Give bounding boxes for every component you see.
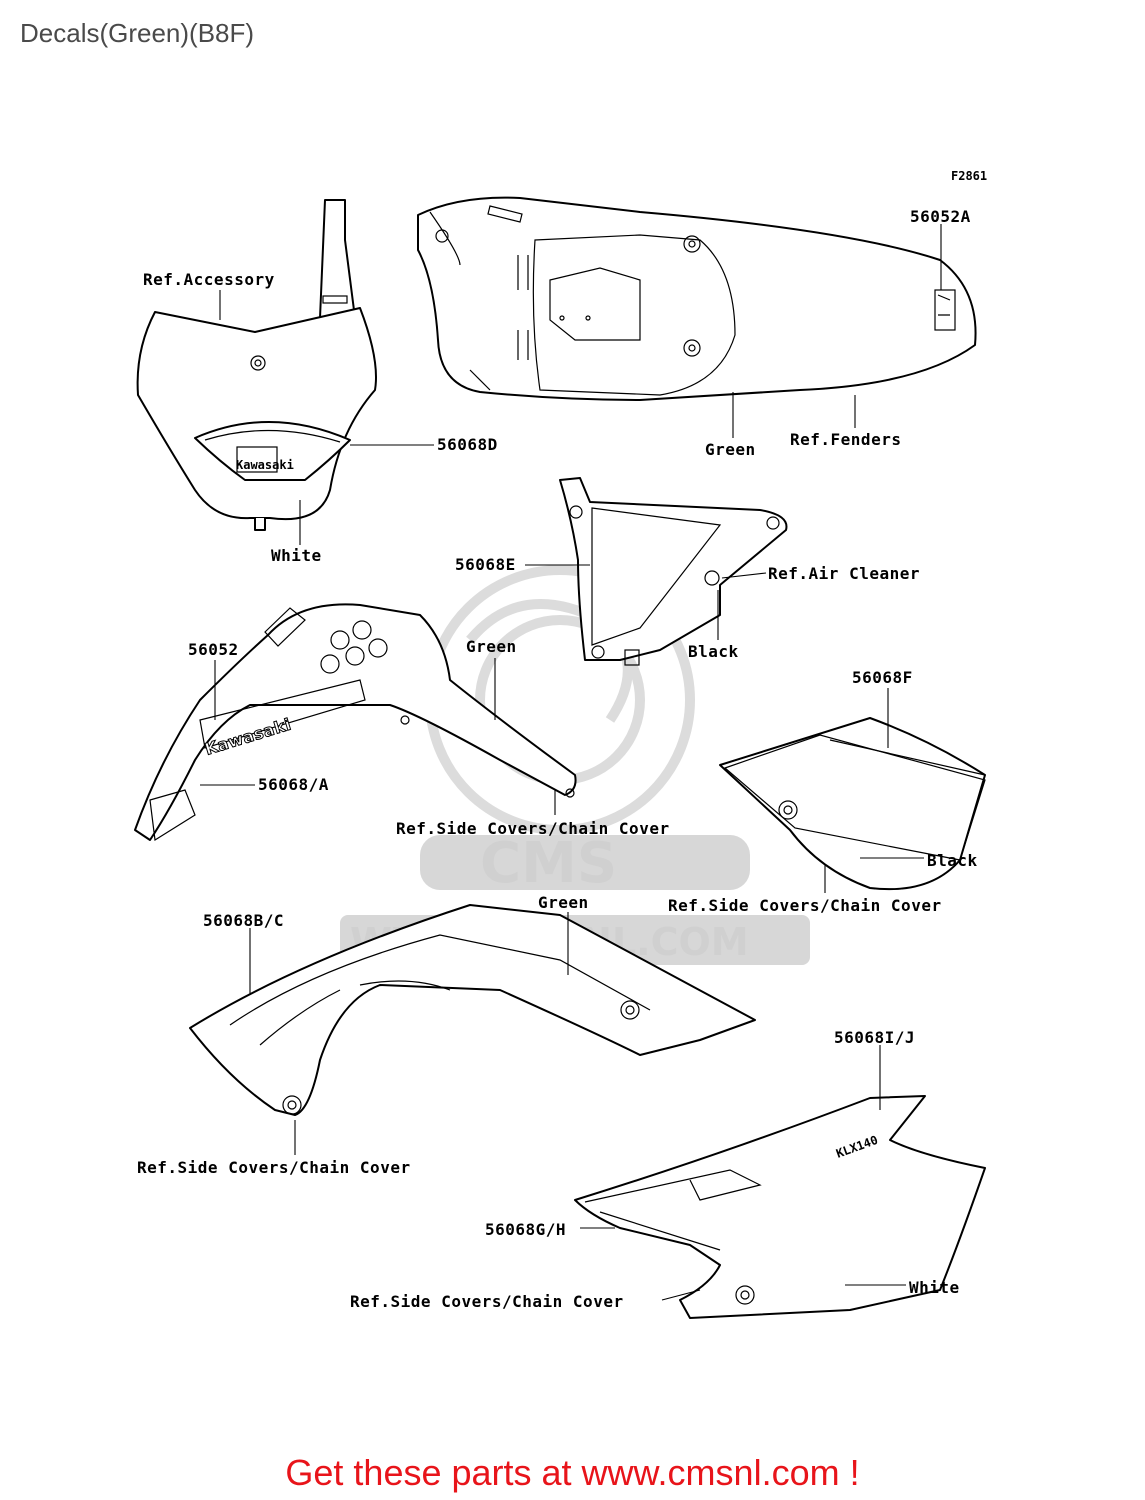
parts-diagram: CMS WWW.CMSNL.COM F2861 Kawasaki bbox=[134, 169, 987, 1319]
side-cover-black bbox=[719, 717, 986, 891]
label-56068F: 56068F bbox=[852, 668, 913, 687]
label-white-1: White bbox=[271, 546, 322, 565]
side-cover-green bbox=[189, 904, 756, 1116]
label-green-2: Green bbox=[466, 637, 517, 656]
label-ref-side-covers-3: Ref.Side Covers/Chain Cover bbox=[137, 1158, 411, 1177]
label-56052: 56052 bbox=[188, 640, 239, 659]
label-ref-side-covers-2: Ref.Side Covers/Chain Cover bbox=[668, 896, 942, 915]
label-ref-air-cleaner: Ref.Air Cleaner bbox=[768, 564, 920, 583]
page-title: Decals(Green)(B8F) bbox=[20, 18, 255, 48]
side-cover-white: KLX140 bbox=[574, 1095, 986, 1319]
label-ref-side-covers-1: Ref.Side Covers/Chain Cover bbox=[396, 819, 670, 838]
watermark-brand: CMS bbox=[480, 831, 617, 896]
footer-cta-link[interactable]: Get these parts at www.cmsnl.com ! bbox=[285, 1452, 860, 1493]
label-green-3: Green bbox=[538, 893, 589, 912]
label-black-2: Black bbox=[927, 851, 978, 870]
front-number-plate: Kawasaki bbox=[136, 199, 377, 531]
rear-fender bbox=[417, 196, 977, 401]
label-black-1: Black bbox=[688, 642, 739, 661]
leader-lines bbox=[200, 224, 942, 1301]
label-56068G-H: 56068G/H bbox=[485, 1220, 566, 1239]
label-ref-side-covers-4: Ref.Side Covers/Chain Cover bbox=[350, 1292, 624, 1311]
label-56052A: 56052A bbox=[910, 207, 971, 226]
figure-code: F2861 bbox=[951, 169, 987, 183]
label-green-1: Green bbox=[705, 440, 756, 459]
label-ref-accessory: Ref.Accessory bbox=[143, 270, 275, 289]
label-ref-fenders: Ref.Fenders bbox=[790, 430, 901, 449]
label-white-2: White bbox=[909, 1278, 960, 1297]
decal-kawasaki-small: Kawasaki bbox=[236, 458, 294, 472]
label-56068-A: 56068/A bbox=[258, 775, 329, 794]
label-56068D: 56068D bbox=[437, 435, 498, 454]
label-56068I-J: 56068I/J bbox=[834, 1028, 915, 1047]
label-56068E: 56068E bbox=[455, 555, 516, 574]
label-56068B-C: 56068B/C bbox=[203, 911, 284, 930]
air-cleaner-cover bbox=[559, 477, 788, 666]
